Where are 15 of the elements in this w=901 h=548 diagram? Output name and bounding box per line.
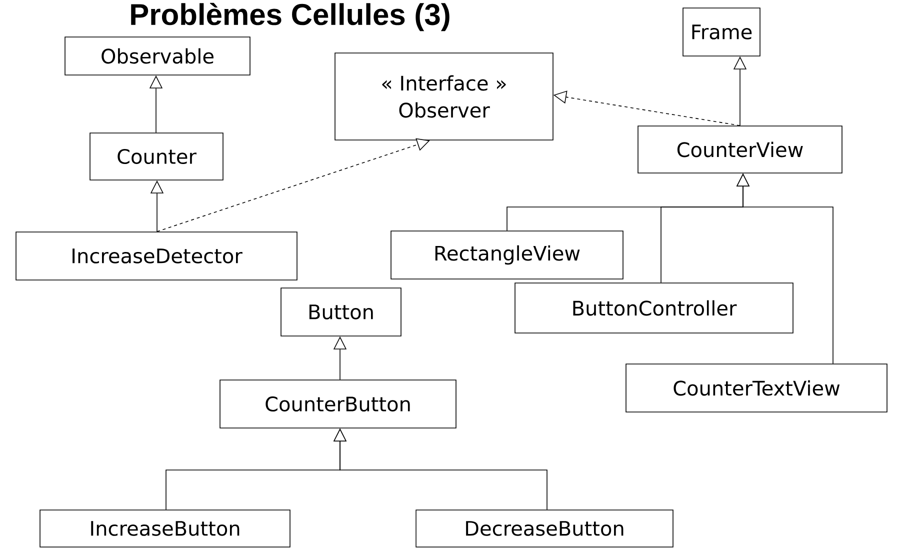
class-box: CounterView <box>638 126 842 174</box>
class-box: Button <box>280 288 402 336</box>
class-box: RectangleView <box>390 230 624 280</box>
class-box: Frame <box>682 8 760 56</box>
class-box: DecreaseButton <box>416 510 674 548</box>
class-box: Counter <box>90 132 224 180</box>
class-box: IncreaseDetector <box>16 232 298 280</box>
class-box: « Interface » Observer <box>334 52 554 140</box>
class-box: ButtonController <box>514 282 794 334</box>
class-box: CounterTextView <box>626 364 888 412</box>
class-box: CounterButton <box>220 380 456 428</box>
class-box: Observable <box>64 36 250 76</box>
class-box: IncreaseButton <box>40 510 290 548</box>
realization-arrow <box>156 138 430 232</box>
title: Problèmes Cellules (3) <box>131 2 450 32</box>
